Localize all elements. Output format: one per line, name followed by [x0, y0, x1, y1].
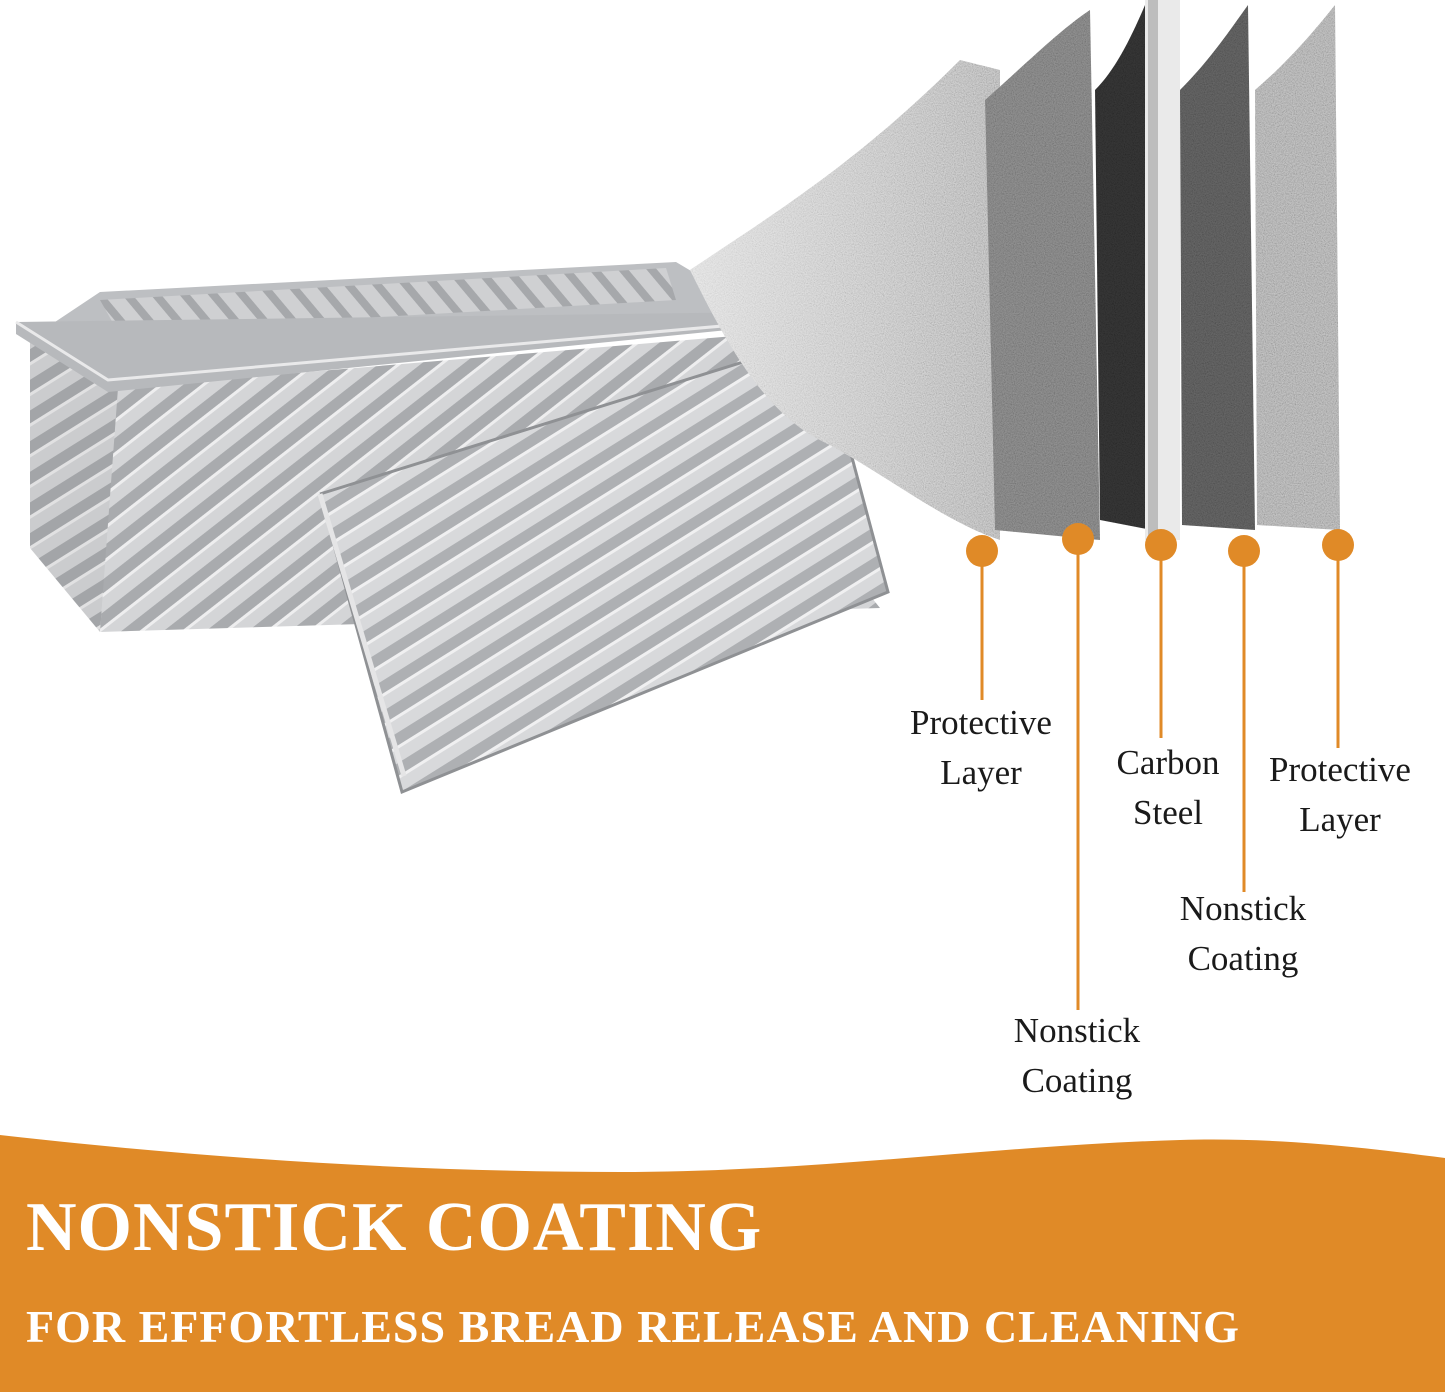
banner-title: NONSTICK COATING	[26, 1189, 763, 1266]
callout-dot-3	[1145, 529, 1177, 561]
callout-dot-2	[1062, 523, 1094, 555]
callout-dot-5	[1322, 529, 1354, 561]
layer-nonstick-left	[985, 10, 1100, 540]
banner-subtitle: FOR EFFORTLESS BREAD RELEASE AND CLEANIN…	[26, 1301, 1240, 1352]
pan-inner-wall	[100, 268, 676, 332]
orange-banner-background	[0, 1135, 1445, 1392]
lid-surface	[320, 338, 888, 792]
pan-lid-illustration	[317, 336, 890, 795]
layer-nonstick-right	[1180, 5, 1255, 530]
layer-protective-outer-right	[1255, 5, 1340, 530]
callout-dot-1	[966, 535, 998, 567]
callout-pins	[966, 523, 1354, 1010]
callout-dot-4	[1228, 535, 1260, 567]
layer-carbon-steel	[1095, 5, 1152, 530]
pan-side-panel	[30, 335, 120, 632]
layer-cross-section	[690, 0, 1340, 540]
